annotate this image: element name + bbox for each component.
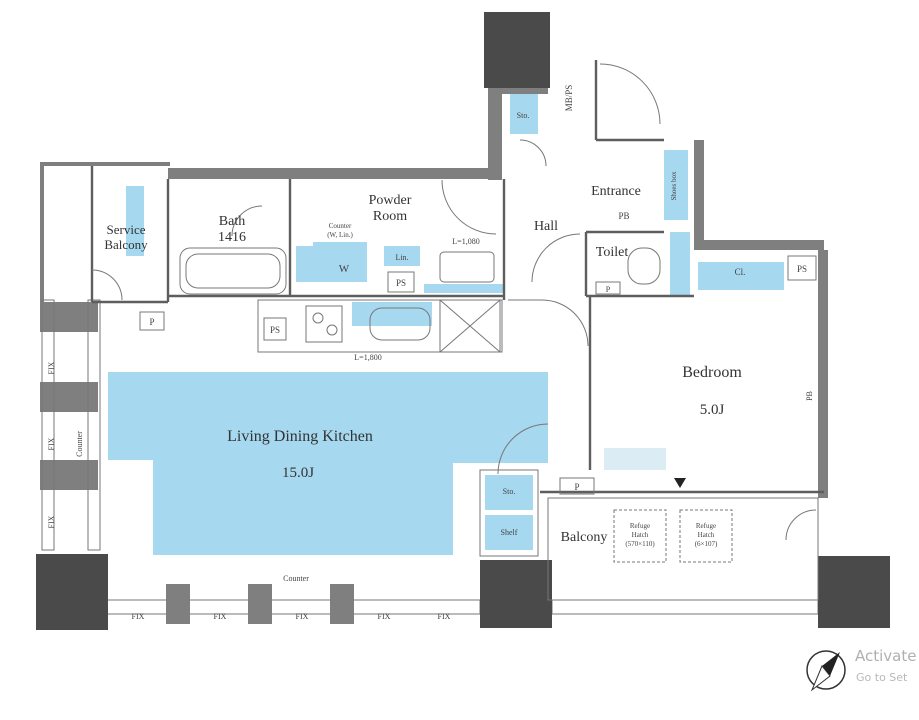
- activate-watermark-line1: Activate: [855, 647, 916, 665]
- shelf-label: Shelf: [501, 528, 518, 537]
- refuge-2-line3: (6×107): [695, 540, 718, 548]
- column-top: [484, 12, 550, 88]
- bedroom-size: 5.0J: [700, 402, 725, 418]
- basin: [439, 251, 495, 283]
- fix-bottom-4: FIX: [378, 612, 391, 621]
- fix-bottom-5: FIX: [438, 612, 451, 621]
- north-arrow-icon: [806, 650, 846, 692]
- shelf-box: [485, 515, 533, 550]
- ldk-floor-lower: [153, 455, 453, 555]
- entrance-label: Entrance: [591, 184, 641, 199]
- refuge-hatch-2-label: Refuge Hatch (6×107): [695, 522, 718, 548]
- p-service-label: P: [149, 317, 154, 327]
- refuge-1-line2: Hatch: [632, 531, 649, 539]
- storage-top: [510, 92, 538, 134]
- pb-entrance-label: PB: [618, 211, 629, 221]
- refuge-2-line2: Hatch: [698, 531, 715, 539]
- fix-left-3: FIX: [47, 515, 56, 528]
- vanity-left: [296, 246, 314, 282]
- powder-room-line1: Powder: [369, 193, 412, 208]
- fix-left-1: FIX: [47, 361, 56, 374]
- sto-label: Sto.: [503, 487, 516, 496]
- sto-top-label: Sto.: [517, 111, 530, 120]
- counter-bottom-label: Counter: [283, 574, 309, 583]
- washer-label: W: [339, 263, 350, 275]
- p-balcony-label: P: [574, 482, 579, 492]
- kitchen-counter-strip: [352, 302, 432, 326]
- p-toilet-label: P: [606, 285, 611, 294]
- balcony-label: Balcony: [561, 530, 608, 545]
- toilet-label: Toilet: [596, 245, 629, 260]
- linen-label: Lin.: [395, 253, 408, 262]
- bath-line1: Bath: [219, 214, 245, 229]
- powder-room-label: Powder Room: [369, 193, 412, 224]
- shoes-box: [664, 150, 688, 220]
- ps-bedroom-label: PS: [797, 264, 807, 274]
- column-bottom-left: [36, 554, 108, 630]
- fix-left-2: FIX: [47, 437, 56, 450]
- service-balcony-line2: Balcony: [104, 237, 148, 252]
- service-balcony-line1: Service: [107, 222, 146, 237]
- refuge-hatch-1-label: Refuge Hatch (570×110): [625, 522, 655, 548]
- activate-watermark-line2: Go to Set: [856, 671, 908, 684]
- closet-bar: [698, 262, 784, 290]
- refuge-1-line3: (570×110): [625, 540, 655, 548]
- storage-box: [485, 475, 533, 510]
- ldk-size: 15.0J: [282, 465, 314, 481]
- refuge-1-line1: Refuge: [630, 522, 650, 530]
- bath-label: Bath 1416: [218, 214, 246, 245]
- ps-powder-label: PS: [396, 278, 406, 288]
- toilet-tank: [670, 232, 690, 296]
- bedroom-ac: [604, 448, 666, 470]
- fix-bottom-3: FIX: [296, 612, 309, 621]
- toilet-bowl: [627, 247, 661, 285]
- l-1800-label: L=1,800: [354, 353, 381, 362]
- bathtub: [179, 247, 287, 295]
- powder-room-line2: Room: [373, 209, 407, 224]
- kitchen-sink: [369, 307, 431, 341]
- ldk-floor: [108, 372, 548, 460]
- bedroom-label: Bedroom: [682, 364, 742, 381]
- fix-bottom-2: FIX: [214, 612, 227, 621]
- counter-powder-line1: Counter: [329, 222, 352, 230]
- fix-bottom-1: FIX: [132, 612, 145, 621]
- ps-kitchen-label: PS: [270, 325, 280, 335]
- ldk-label: Living Dining Kitchen: [227, 428, 373, 445]
- counter-powder-label: Counter (W, Lin.): [327, 222, 353, 239]
- column-bottom-mid: [480, 560, 552, 628]
- cooktop: [305, 305, 343, 343]
- washer-area: [313, 242, 367, 282]
- linen: [384, 246, 420, 266]
- l-1080-label: L=1,080: [452, 237, 479, 246]
- refuge-2-line1: Refuge: [696, 522, 716, 530]
- hall-label: Hall: [534, 219, 558, 234]
- mb-ps-label: MB/PS: [564, 85, 574, 112]
- closet-label: Cl.: [735, 267, 746, 277]
- counter-ldk-label: Counter: [75, 431, 84, 457]
- column-bottom-right: [818, 556, 890, 628]
- bath-line2: 1416: [218, 230, 246, 245]
- counter-strip: [424, 284, 504, 293]
- shoes-box-label: Shoes box: [670, 171, 678, 200]
- pb-bedroom-label: PB: [805, 391, 814, 401]
- service-balcony-label: Service Balcony: [104, 222, 148, 252]
- counter-powder-line2: (W, Lin.): [327, 231, 353, 239]
- service-balcony-unit: [126, 186, 144, 256]
